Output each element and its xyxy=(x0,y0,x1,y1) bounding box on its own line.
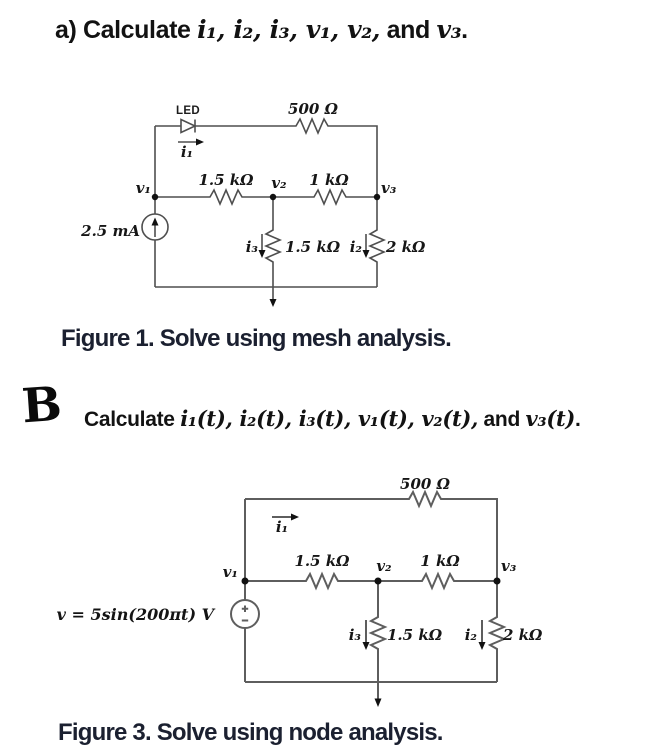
circuit-diagram-node: 500 Ω i₁ v₁ 1.5 kΩ v₂ 1 kΩ v₃ v = 5sin(2… xyxy=(57,475,543,707)
led-diode-icon xyxy=(180,118,197,134)
led-label: LED xyxy=(176,105,200,117)
i2-label: i₂ xyxy=(465,626,478,644)
v3-label: v₃ xyxy=(501,557,517,575)
current-arrowhead-i2 xyxy=(362,250,370,258)
voltage-source-plus-icon xyxy=(241,605,249,612)
section-b-letter: B xyxy=(20,376,64,435)
wire xyxy=(154,125,378,288)
figure-1-caption: Figure 1. Solve using mesh analysis. xyxy=(61,325,452,352)
resistor-2000ohm-vertical-label: 2 kΩ xyxy=(385,238,426,256)
node-dot-v2 xyxy=(269,193,277,201)
node-dot-v2 xyxy=(374,577,382,585)
i3-label: i₃ xyxy=(349,626,362,644)
voltage-source-icon xyxy=(230,599,260,629)
problem-b-heading: Calculate i₁(t), i₂(t), i₃(t), v₁(t), v₂… xyxy=(84,406,581,431)
figure-3-caption: Figure 3. Solve using node analysis. xyxy=(58,719,443,746)
i1-label: i₁ xyxy=(181,143,193,161)
i3-label: i₃ xyxy=(246,238,259,256)
resistor-2000ohm-vertical xyxy=(487,615,507,651)
node-dot-v3 xyxy=(373,193,381,201)
voltage-source-label: v = 5sin(200πt) V xyxy=(57,605,216,624)
resistor-500ohm xyxy=(294,116,330,136)
resistor-1500ohm-vertical xyxy=(263,228,283,264)
current-arrowhead-i3 xyxy=(258,250,266,258)
resistor-1500ohm-vertical xyxy=(368,615,388,651)
ground-arrowhead-icon xyxy=(269,299,277,307)
ground-arrowhead-icon xyxy=(374,698,382,707)
resistor-1500ohm-label: 1.5 kΩ xyxy=(294,552,350,570)
v1-label: v₁ xyxy=(136,179,151,197)
resistor-1500ohm-label: 1.5 kΩ xyxy=(198,171,254,189)
i2-label: i₂ xyxy=(350,238,363,256)
resistor-1500ohm-horizontal xyxy=(208,187,244,207)
v2-label: v₂ xyxy=(271,174,287,192)
resistor-500ohm xyxy=(407,489,443,509)
i1-label: i₁ xyxy=(276,518,288,536)
v3-label: v₃ xyxy=(381,179,397,197)
current-source-icon xyxy=(141,213,169,241)
node-dot-v1 xyxy=(151,193,159,201)
current-source-label: 2.5 mA xyxy=(80,222,140,240)
current-arrowhead-i1 xyxy=(196,138,204,146)
resistor-1000ohm-label: 1 kΩ xyxy=(309,171,349,189)
resistor-1500ohm-horizontal xyxy=(304,571,340,591)
resistor-500ohm-label: 500 Ω xyxy=(400,475,451,493)
resistor-1000ohm-label: 1 kΩ xyxy=(420,552,460,570)
resistor-1500ohm-vertical-label: 1.5 kΩ xyxy=(285,238,341,256)
v2-label: v₂ xyxy=(376,557,392,575)
current-source-arrowhead xyxy=(151,217,159,226)
current-arrowhead-i2 xyxy=(478,642,486,650)
resistor-2000ohm-vertical-label: 2 kΩ xyxy=(502,626,543,644)
node-dot-v3 xyxy=(493,577,501,585)
current-arrowhead-i1 xyxy=(291,513,299,521)
resistor-1000ohm xyxy=(420,571,456,591)
v1-label: v₁ xyxy=(223,563,238,581)
resistor-2000ohm-vertical xyxy=(367,228,387,264)
resistor-1500ohm-vertical-label: 1.5 kΩ xyxy=(387,626,443,644)
node-dot-v1 xyxy=(241,577,249,585)
problem-a-heading: a) Calculate i₁, i₂, i₃, v₁, v₂, and v₃. xyxy=(55,15,468,44)
resistor-1000ohm xyxy=(312,187,348,207)
circuit-diagram-mesh: LED i₁ 500 Ω v₁ 1.5 kΩ v₂ 1 kΩ v₃ 2.5 mA… xyxy=(80,100,426,307)
resistor-500ohm-label: 500 Ω xyxy=(288,100,339,118)
current-arrowhead-i3 xyxy=(362,642,370,650)
